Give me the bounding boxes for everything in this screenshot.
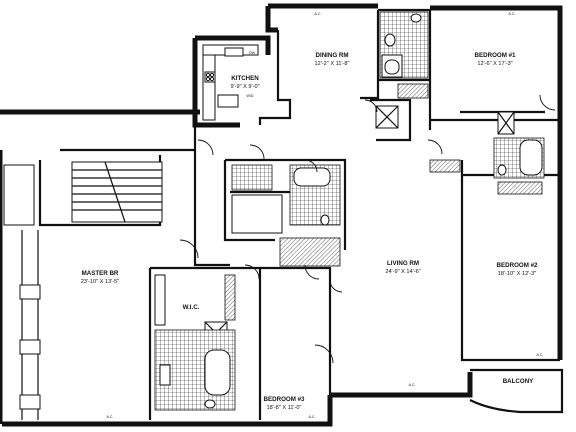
wd-tag: W/D — [247, 94, 254, 98]
ac-tag-bedroom3: A.C. — [309, 415, 316, 419]
kitchen-area: DW W/D — [202, 44, 259, 121]
top-bath — [375, 11, 515, 135]
bedroom1-dims: 12'-6" X 17'-3" — [477, 61, 512, 67]
living-dims: 24'-9" X 14'-6" — [385, 269, 420, 275]
master-dims: 23'-10" X 13'-5" — [81, 279, 119, 285]
interior-walls — [38, 8, 560, 420]
ac-tag-master: A.C. — [107, 415, 114, 419]
room-labels: DINING RM 12'-2" X 11'-8" KITCHEN 9'-9" … — [81, 52, 538, 411]
dw-tag: DW — [249, 51, 256, 55]
ac-tag-living: A.C. — [409, 383, 416, 387]
facade-columns — [19, 230, 41, 420]
doors — [179, 94, 556, 364]
living-name: LIVING RM — [387, 260, 419, 267]
bedroom3-dims: 18'-8" X 11'-0" — [267, 405, 302, 411]
ac-tag-bedroom2: A.C. — [537, 353, 544, 357]
dining-dims: 12'-2" X 11'-8" — [315, 61, 350, 67]
ac-tag-bedroom1: A.C. — [509, 12, 516, 16]
exterior-walls — [0, 3, 564, 427]
right-bath — [429, 137, 545, 195]
bedroom2-dims: 18'-10" X 12'-3" — [498, 271, 536, 277]
center-bath — [231, 164, 341, 267]
bedroom2-name: BEDROOM #2 — [497, 262, 538, 269]
bedroom3-bath — [154, 274, 236, 411]
elevator — [3, 164, 35, 226]
ac-tag-dining: A.C. — [315, 12, 322, 16]
ac-units: A.C. A.C. A.C. A.C. A.C. A.C. — [107, 12, 544, 419]
bedroom1-name: BEDROOM #1 — [475, 52, 516, 59]
balcony-name: BALCONY — [503, 378, 534, 385]
master-name: MASTER BR — [82, 270, 119, 277]
wic-name: W.I.C. — [183, 304, 200, 311]
bedroom3-name: BEDROOM #3 — [264, 396, 305, 403]
kitchen-name: KITCHEN — [231, 75, 259, 82]
stair-left — [71, 161, 163, 223]
kitchen-dims: 9'-9" X 9'-0" — [230, 84, 259, 90]
dining-name: DINING RM — [316, 52, 349, 59]
